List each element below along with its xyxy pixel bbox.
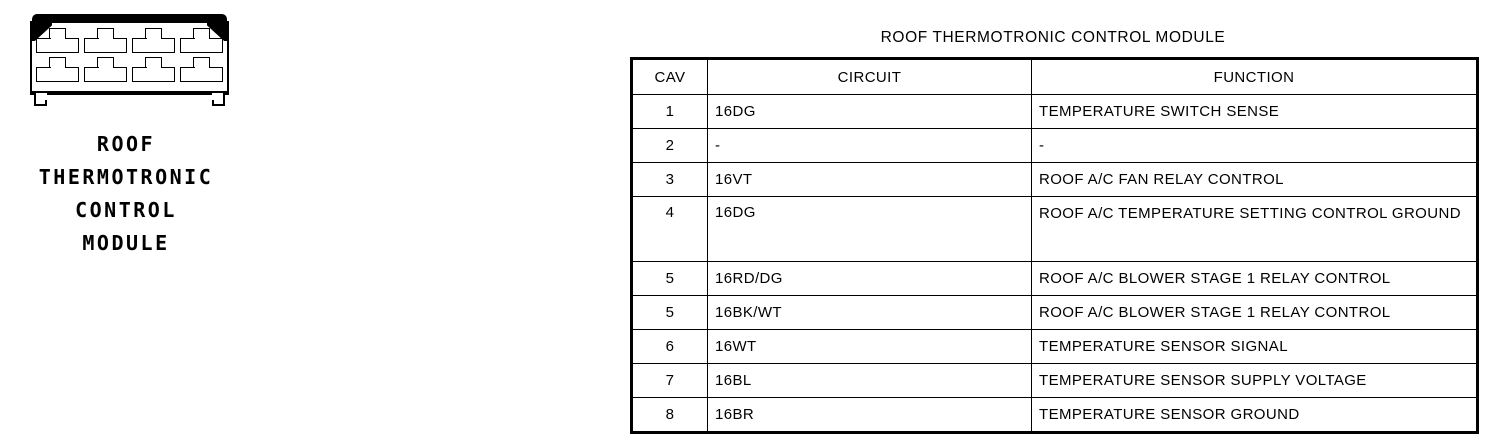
table-row: 4 16DG ROOF A/C TEMPERATURE SETTING CONT… (631, 196, 1478, 262)
cell-cav: 2 (631, 128, 708, 163)
header-circuit: CIRCUIT (707, 58, 1032, 95)
cell-circuit: 16BR (707, 397, 1032, 433)
cell-cav: 1 (631, 94, 708, 129)
connector-face-diagram (22, 14, 237, 106)
cell-circuit: 16RD/DG (707, 261, 1032, 296)
cell-function: TEMPERATURE SENSOR SIGNAL (1031, 329, 1478, 364)
cavity-7 (132, 57, 175, 82)
cell-function: - (1031, 128, 1478, 163)
cell-function: ROOF A/C BLOWER STAGE 1 RELAY CONTROL (1031, 261, 1478, 296)
connector-cavity-grid (36, 28, 223, 86)
cell-function: ROOF A/C BLOWER STAGE 1 RELAY CONTROL (1031, 295, 1478, 330)
table-row: 6 16WT TEMPERATURE SENSOR SIGNAL (631, 329, 1478, 364)
header-function: FUNCTION (1031, 58, 1478, 95)
table-row: 1 16DG TEMPERATURE SWITCH SENSE (631, 94, 1478, 129)
cavity-row-bottom (36, 57, 223, 83)
cell-function: ROOF A/C TEMPERATURE SETTING CONTROL GRO… (1031, 196, 1478, 262)
cavity-5 (36, 57, 79, 82)
cell-function: TEMPERATURE SENSOR GROUND (1031, 397, 1478, 433)
pinout-table: CAV CIRCUIT FUNCTION 1 16DG TEMPERATURE … (630, 57, 1479, 434)
cavity-1 (36, 28, 79, 53)
connector-panel: ROOF THERMOTRONIC CONTROL MODULE (0, 0, 260, 436)
cavity-8 (180, 57, 223, 82)
cell-cav: 5 (631, 295, 708, 330)
cell-cav: 4 (631, 196, 708, 262)
connector-foot-notch-left (41, 93, 47, 100)
cell-circuit: 16DG (707, 196, 1032, 262)
cell-circuit: - (707, 128, 1032, 163)
connector-top-bar (32, 14, 227, 23)
cell-circuit: 16WT (707, 329, 1032, 364)
cavity-row-top (36, 28, 223, 54)
cell-cav: 6 (631, 329, 708, 364)
cell-cav: 5 (631, 261, 708, 296)
table-row: 3 16VT ROOF A/C FAN RELAY CONTROL (631, 162, 1478, 197)
header-cav: CAV (631, 58, 708, 95)
cell-cav: 7 (631, 363, 708, 398)
connector-foot-notch-right (212, 93, 218, 100)
cell-function: ROOF A/C FAN RELAY CONTROL (1031, 162, 1478, 197)
connector-label-line-3: CONTROL (75, 198, 177, 222)
connector-name-label: ROOF THERMOTRONIC CONTROL MODULE (0, 128, 252, 260)
cell-cav: 3 (631, 162, 708, 197)
pinout-panel: ROOF THERMOTRONIC CONTROL MODULE CAV CIR… (630, 0, 1479, 436)
cavity-4 (180, 28, 223, 53)
connector-label-line-4: MODULE (82, 231, 170, 255)
table-header-row: CAV CIRCUIT FUNCTION (631, 58, 1478, 95)
cell-function: TEMPERATURE SWITCH SENSE (1031, 94, 1478, 129)
cell-circuit: 16DG (707, 94, 1032, 129)
table-row: 5 16BK/WT ROOF A/C BLOWER STAGE 1 RELAY … (631, 295, 1478, 330)
cell-cav: 8 (631, 397, 708, 433)
connector-label-line-1: ROOF (96, 132, 156, 156)
connector-label-line-2: THERMOTRONIC (38, 165, 214, 189)
cell-circuit: 16BL (707, 363, 1032, 398)
cavity-3 (132, 28, 175, 53)
cell-function: TEMPERATURE SENSOR SUPPLY VOLTAGE (1031, 363, 1478, 398)
table-row: 5 16RD/DG ROOF A/C BLOWER STAGE 1 RELAY … (631, 261, 1478, 296)
cavity-2 (84, 28, 127, 53)
connector-base-line (30, 91, 229, 95)
cell-circuit: 16BK/WT (707, 295, 1032, 330)
table-title: ROOF THERMOTRONIC CONTROL MODULE (880, 29, 1226, 46)
table-row: 8 16BR TEMPERATURE SENSOR GROUND (631, 397, 1478, 433)
cavity-6 (84, 57, 127, 82)
table-row: 7 16BL TEMPERATURE SENSOR SUPPLY VOLTAGE (631, 363, 1478, 398)
cell-circuit: 16VT (707, 162, 1032, 197)
table-row: 2 - - (631, 128, 1478, 163)
